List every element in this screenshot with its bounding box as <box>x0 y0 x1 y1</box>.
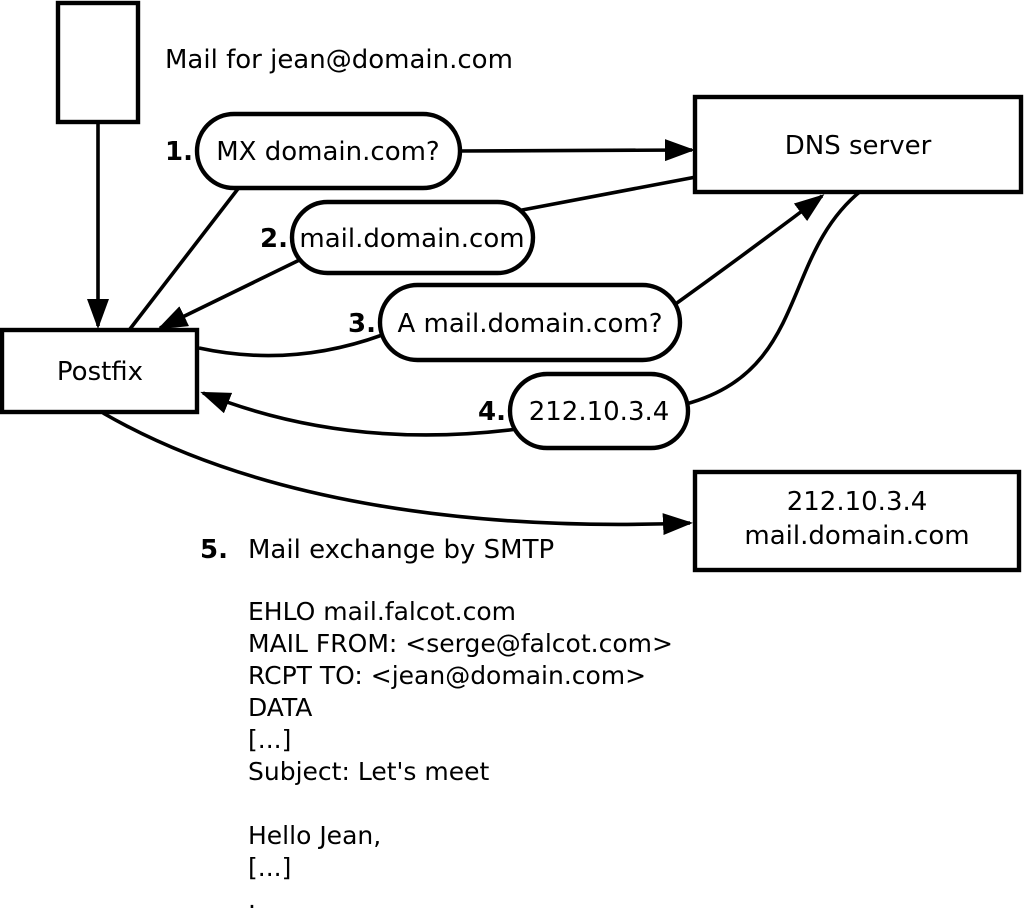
mail-annotation: Mail for jean@domain.com <box>165 45 513 75</box>
smtp-line: MAIL FROM: <serge@falcot.com> <box>248 629 673 658</box>
step-pills: 1. MX domain.com? 2. mail.domain.com 3. … <box>165 111 691 451</box>
captions: Mail for jean@domain.com 5. Mail exchang… <box>165 45 554 565</box>
step-2-number: 2. <box>260 224 288 254</box>
mail-server-hostname: mail.domain.com <box>744 521 969 551</box>
nodes: Postfix DNS server 212.10.3.4 mail.domai… <box>0 0 1024 573</box>
dns-server-label: DNS server <box>785 131 932 161</box>
arrow-step4-to-postfix <box>200 391 526 437</box>
mail-server-ip: 212.10.3.4 <box>787 487 928 517</box>
mail-server-box <box>692 469 1022 573</box>
arrow-step3-to-dns <box>668 194 825 310</box>
step-4-number: 4. <box>478 397 506 427</box>
step-1-number: 1. <box>165 137 193 167</box>
wires <box>87 120 864 536</box>
wire-dns-to-step4 <box>685 188 864 406</box>
smtp-line: [...] <box>248 853 291 882</box>
step-3-label: A mail.domain.com? <box>398 309 663 339</box>
arrow-step1-to-dns <box>454 139 695 162</box>
mail-document-shape <box>55 0 141 125</box>
smtp-line: Subject: Let's meet <box>248 757 489 786</box>
step-4-label: 212.10.3.4 <box>529 397 670 427</box>
smtp-line: RCPT TO: <jean@domain.com> <box>248 661 646 690</box>
wire-postfix-to-step1 <box>128 179 246 331</box>
arrow-step2-to-postfix <box>157 248 321 330</box>
smtp-line: EHLO mail.falcot.com <box>248 597 516 626</box>
step-1-pill <box>194 111 463 191</box>
wire-postfix-to-step3 <box>198 326 401 358</box>
step-3-number: 3. <box>348 309 376 339</box>
smtp-transcript: EHLO mail.falcot.com MAIL FROM: <serge@f… <box>248 597 673 914</box>
step-5-number: 5. <box>200 535 228 565</box>
step-2-pill <box>289 199 536 276</box>
step-3-pill <box>377 282 683 363</box>
postfix-label: Postfix <box>57 357 143 387</box>
smtp-line: DATA <box>248 693 312 722</box>
step-5-label: Mail exchange by SMTP <box>248 535 554 565</box>
step-1-label: MX domain.com? <box>216 137 439 167</box>
step-4-pill <box>507 371 691 451</box>
smtp-line: . <box>248 885 256 914</box>
smtp-line: Hello Jean, <box>248 821 381 850</box>
step-2-label: mail.domain.com <box>299 224 524 254</box>
dns-server-box <box>692 94 1024 195</box>
arrow-postfix-to-mailserver-smtp <box>102 411 693 536</box>
smtp-line: [...] <box>248 725 291 754</box>
postfix-box <box>0 327 200 415</box>
